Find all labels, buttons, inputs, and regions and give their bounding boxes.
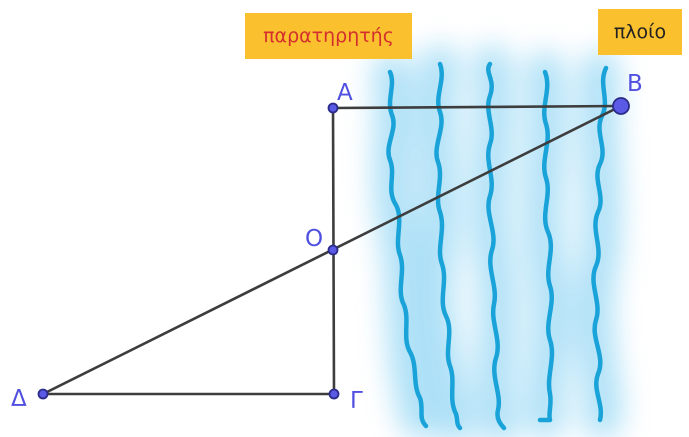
point-A [327, 102, 339, 114]
river-line-2 [434, 61, 463, 431]
river-line-1 [386, 69, 429, 429]
river-line-5 [591, 65, 609, 423]
point-label-D: Δ [11, 386, 27, 412]
river-line-3 [486, 61, 507, 431]
segment-AB [331, 104, 623, 110]
point-label-O: O [305, 226, 323, 252]
river-line-4 [537, 69, 555, 423]
point-G [328, 388, 340, 400]
point-D [37, 388, 49, 400]
observer-label-text: παρατηρητής [263, 25, 394, 47]
river-glow-band [415, 45, 475, 437]
point-label-B: B [627, 71, 643, 97]
point-label-A: A [337, 80, 353, 106]
ship-label-text: πλοίο [613, 21, 667, 43]
point-O [327, 244, 339, 256]
ship-label: πλοίο [598, 9, 682, 55]
point-labels: A B O Γ Δ [11, 71, 643, 414]
river-glow [373, 45, 622, 437]
observer-label: παρατηρητής [245, 13, 412, 59]
point-B [612, 97, 630, 115]
points [37, 97, 630, 400]
point-label-G: Γ [350, 388, 363, 414]
river [386, 61, 609, 431]
